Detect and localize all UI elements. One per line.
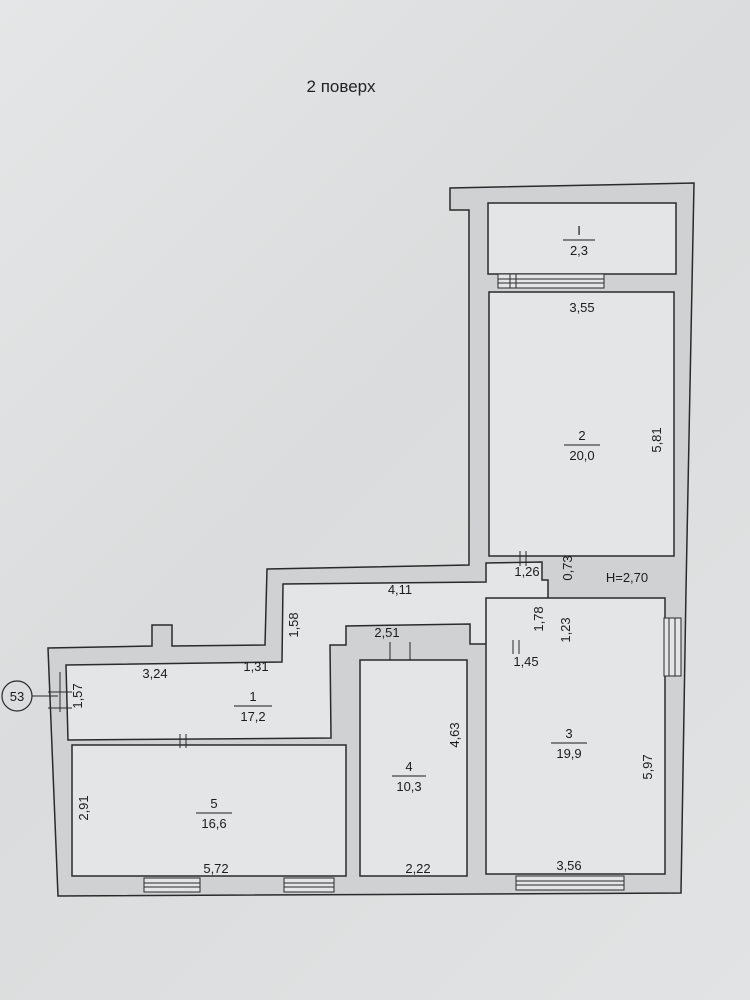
window-room-5-right <box>283 877 335 893</box>
room-1-area: 17,2 <box>240 709 265 724</box>
room-5-area: 16,6 <box>201 816 226 831</box>
room-3-number: 3 <box>565 726 572 741</box>
window-room-3-side <box>663 617 682 677</box>
plan-marker-label: 53 <box>10 689 24 704</box>
room-1-number: 1 <box>249 689 256 704</box>
room-4 <box>359 659 468 877</box>
dim-5-81: 5,81 <box>649 427 664 452</box>
dim-1-78: 1,78 <box>531 606 546 631</box>
dim-2-22: 2,22 <box>405 861 430 876</box>
room-balcony-number: I <box>577 223 581 238</box>
dim-4-63: 4,63 <box>447 722 462 747</box>
room-balcony-area: 2,3 <box>570 243 588 258</box>
room-2-number: 2 <box>578 428 585 443</box>
dim-1-45: 1,45 <box>513 654 538 669</box>
plan-title: 2 поверх <box>307 77 376 96</box>
room-3-area: 19,9 <box>556 746 581 761</box>
room-2-area: 20,0 <box>569 448 594 463</box>
dim-height: H=2,70 <box>606 570 648 585</box>
window-room-5-left <box>143 877 201 893</box>
room-3 <box>485 597 666 875</box>
dim-4-11: 4,11 <box>388 582 412 597</box>
dim-2-91: 2,91 <box>76 795 91 820</box>
dim-3-56: 3,56 <box>556 858 581 873</box>
window-room-3-bottom <box>515 875 625 891</box>
room-2 <box>488 291 675 557</box>
dim-1-23: 1,23 <box>558 617 573 642</box>
dim-1-31: 1,31 <box>243 659 268 674</box>
door-marks <box>48 551 527 748</box>
room-balcony <box>487 202 677 275</box>
dim-1-26: 1,26 <box>514 564 539 579</box>
room-5 <box>71 744 347 877</box>
room-4-number: 4 <box>405 759 412 774</box>
dim-3-55: 3,55 <box>569 300 594 315</box>
dim-1-57: 1,57 <box>70 683 85 708</box>
dim-2-51: 2,51 <box>374 625 399 640</box>
room-4-area: 10,3 <box>396 779 421 794</box>
window-balcony-door <box>497 273 605 289</box>
room-5-number: 5 <box>210 796 217 811</box>
dim-3-24: 3,24 <box>142 666 167 681</box>
dim-1-58: 1,58 <box>286 612 301 637</box>
dim-0-73: 0,73 <box>560 555 575 580</box>
dim-5-97: 5,97 <box>640 754 655 779</box>
dim-5-72: 5,72 <box>203 861 228 876</box>
